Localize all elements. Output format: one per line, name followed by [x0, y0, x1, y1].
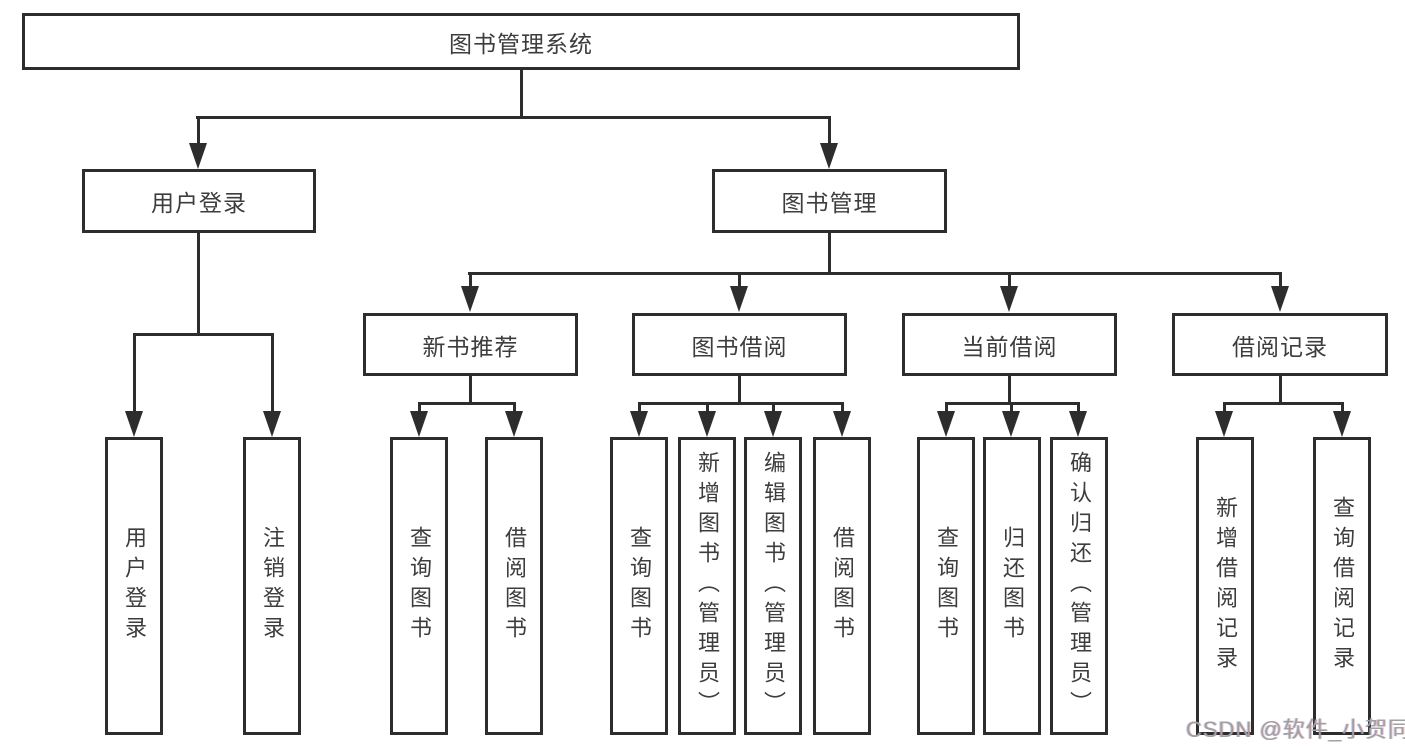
arrow-down-icon: [730, 286, 748, 312]
arrow-down-icon: [505, 411, 523, 437]
watermark: CSDN @软件_小贺同学: [1186, 717, 1405, 742]
arrow-down-icon: [764, 411, 782, 437]
leaf-user-login: 用户登录: [105, 437, 163, 735]
edge-line: [1223, 402, 1344, 405]
edge-line: [197, 233, 200, 336]
node-current-borrowing: 当前借阅: [902, 313, 1117, 376]
arrow-down-icon: [461, 286, 479, 312]
arrow-down-icon: [410, 411, 428, 437]
node-label: 新增图书（管理员）: [695, 451, 720, 721]
arrow-down-icon: [1000, 286, 1018, 312]
edge-line: [133, 333, 274, 336]
edge-line: [1008, 376, 1011, 405]
arrow-down-icon: [1333, 411, 1351, 437]
edge-line: [197, 116, 200, 144]
arrow-down-icon: [125, 411, 143, 437]
node-label: 查询图书: [934, 526, 959, 646]
edge-line: [513, 402, 516, 412]
node-label: 查询图书: [627, 526, 652, 646]
node-label: 确认归还（管理员）: [1067, 451, 1092, 721]
leaf-logout: 注销登录: [243, 437, 301, 735]
edge-line: [772, 402, 775, 412]
node-label: 用户登录: [122, 526, 147, 646]
leaf-confirm-return-admin: 确认归还（管理员）: [1050, 437, 1108, 735]
leaf-return-books: 归还图书: [983, 437, 1041, 735]
edge-line: [468, 272, 1282, 275]
node-label: 图书管理系统: [449, 30, 593, 57]
node-label: 查询图书: [407, 526, 432, 646]
edge-line: [841, 402, 844, 412]
node-label: 编辑图书（管理员）: [761, 451, 786, 721]
edge-line: [828, 116, 831, 144]
node-label: 新增借阅记录: [1213, 496, 1238, 676]
arrow-down-icon: [698, 411, 716, 437]
arrow-down-icon: [833, 411, 851, 437]
edge-line: [133, 333, 136, 412]
edge-line: [1223, 402, 1226, 412]
node-label: 借阅记录: [1232, 333, 1328, 360]
node-label: 借阅图书: [830, 526, 855, 646]
edge-line: [1341, 402, 1344, 412]
node-book-management-branch: 图书管理: [712, 169, 947, 233]
edge-line: [1279, 376, 1282, 405]
edge-line: [828, 233, 831, 274]
arrow-down-icon: [937, 411, 955, 437]
edge-line: [638, 402, 844, 405]
arrow-down-icon: [630, 411, 648, 437]
leaf-add-books-admin: 新增图书（管理员）: [678, 437, 736, 735]
leaf-add-borrow-record: 新增借阅记录: [1196, 437, 1254, 735]
leaf-query-borrow-record: 查询借阅记录: [1313, 437, 1371, 735]
edge-line: [1077, 402, 1080, 412]
node-label: 图书借阅: [691, 333, 788, 360]
leaf-borrow-books: 借阅图书: [813, 437, 871, 735]
arrow-down-icon: [189, 143, 207, 169]
edge-line: [418, 402, 421, 412]
edge-line: [1010, 402, 1013, 412]
arrow-down-icon: [820, 143, 838, 169]
leaf-recommend-borrow-books: 借阅图书: [485, 437, 543, 735]
edge-line: [1008, 272, 1011, 288]
edge-line: [520, 68, 523, 118]
node-label: 查询借阅记录: [1330, 496, 1355, 676]
node-new-book-recommend: 新书推荐: [363, 313, 578, 376]
edge-line: [706, 402, 709, 412]
arrow-down-icon: [1215, 411, 1233, 437]
edge-line: [638, 402, 641, 412]
arrow-down-icon: [1069, 411, 1087, 437]
node-label: 借阅图书: [502, 526, 527, 646]
node-label: 当前借阅: [961, 333, 1058, 360]
leaf-edit-books-admin: 编辑图书（管理员）: [744, 437, 802, 735]
node-user-login-branch: 用户登录: [82, 169, 316, 233]
edge-line: [738, 376, 741, 405]
leaf-borrowing-query-books: 查询图书: [610, 437, 668, 735]
edge-line: [469, 376, 472, 405]
leaf-recommend-query-books: 查询图书: [390, 437, 448, 735]
edge-line: [196, 116, 831, 119]
node-label: 归还图书: [1000, 526, 1025, 646]
node-label: 注销登录: [260, 526, 285, 646]
node-label: 图书管理: [781, 190, 878, 216]
edge-line: [469, 272, 472, 288]
node-book-borrowing: 图书借阅: [632, 313, 847, 376]
arrow-down-icon: [1271, 286, 1289, 312]
node-borrowing-records: 借阅记录: [1172, 313, 1388, 376]
node-root-system: 图书管理系统: [22, 13, 1020, 70]
node-label: 新书推荐: [422, 333, 519, 360]
edge-line: [945, 402, 948, 412]
edge-line: [418, 402, 516, 405]
arrow-down-icon: [263, 411, 281, 437]
edge-line: [738, 272, 741, 288]
leaf-current-query-books: 查询图书: [917, 437, 975, 735]
node-label: 用户登录: [151, 190, 247, 216]
arrow-down-icon: [1002, 411, 1020, 437]
edge-line: [1279, 272, 1282, 288]
edge-line: [271, 333, 274, 412]
